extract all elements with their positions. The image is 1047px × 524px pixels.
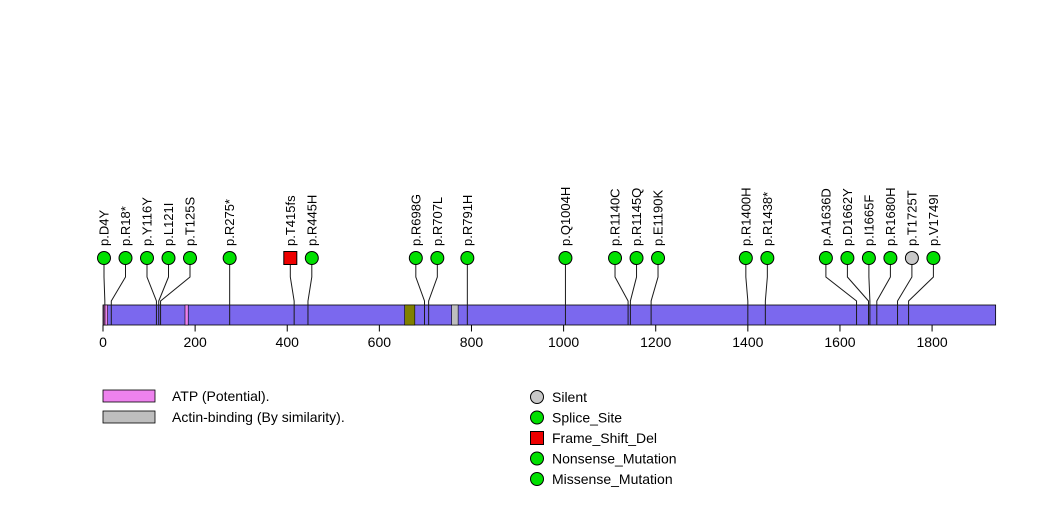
legend-type-marker	[530, 451, 544, 466]
mutation-label: p.R1680H	[883, 187, 898, 246]
mutation-stem	[158, 263, 169, 325]
mutation-stem	[825, 263, 858, 325]
axis-tick-label: 800	[460, 334, 484, 350]
mutation-stem	[614, 263, 629, 325]
axis-tick-label: 1000	[548, 334, 579, 350]
mutation-label: p.T125S	[183, 197, 198, 246]
mutation-label: p.I1665F	[861, 195, 876, 246]
mutation-marker	[118, 251, 133, 265]
mutation-label: p.L121I	[161, 203, 176, 246]
mutation-marker	[608, 251, 623, 265]
mutation-label: p.T1725T	[904, 190, 919, 246]
mutation-label: p.R1400H	[738, 187, 753, 246]
mutation-marker	[97, 251, 111, 265]
axis-tick-label: 0	[99, 334, 107, 350]
axis-tick-label: 200	[183, 334, 207, 350]
mutation-label: p.E1190K	[651, 190, 666, 246]
legend-domain-label: Actin-binding (By similarity).	[172, 409, 345, 425]
mutation-label: p.R445H	[304, 195, 319, 246]
mutation-label: p.A1636D	[818, 188, 833, 246]
mutation-stem	[908, 263, 934, 325]
mutation-marker	[760, 251, 775, 265]
mutation-marker	[222, 251, 237, 265]
legend-type-label: Splice_Site	[552, 410, 622, 426]
domain-region	[103, 304, 108, 326]
mutation-marker	[304, 251, 319, 265]
mutation-stem	[307, 263, 313, 325]
mutation-label: p.V1749I	[926, 194, 941, 246]
axis-tick-label: 1800	[917, 334, 948, 350]
axis-tick-label: 1600	[824, 334, 855, 350]
mutation-stem	[629, 263, 638, 325]
axis-tick-label: 600	[368, 334, 392, 350]
domain-region	[404, 304, 416, 326]
mutation-marker	[861, 251, 876, 265]
mutation-marker	[558, 251, 573, 265]
mutation-label: p.D4Y	[97, 210, 112, 246]
mutation-stem	[428, 263, 438, 325]
legend-type-marker	[530, 431, 544, 445]
mutation-marker	[161, 251, 176, 265]
mutation-label: p.R18*	[118, 206, 133, 246]
mutation-stem	[897, 263, 913, 325]
mutation-stem	[146, 263, 157, 325]
legend-type-marker	[530, 390, 544, 404]
legend-type-marker	[530, 472, 544, 486]
mutation-stem	[289, 263, 295, 325]
mutation-marker	[840, 251, 855, 265]
mutation-stem	[764, 263, 768, 325]
mutation-label: p.Q1004H	[558, 187, 573, 246]
mutation-marker	[883, 251, 898, 265]
mutation-label: p.R275*	[222, 199, 237, 246]
mutation-marker	[140, 251, 154, 265]
mutation-label: p.D1662Y	[840, 188, 855, 246]
mutation-marker	[926, 251, 941, 265]
mutation-stem	[846, 263, 870, 325]
mutation-stem	[160, 263, 191, 325]
mutation-stem	[745, 263, 749, 325]
mutation-stem	[650, 263, 659, 325]
mutation-marker	[738, 251, 753, 265]
axis-tick-label: 1400	[732, 334, 763, 350]
legend-type-label: Nonsense_Mutation	[552, 451, 677, 467]
mutation-label: p.R707L	[430, 197, 445, 246]
legend-type-label: Silent	[552, 389, 587, 405]
legend-type-label: Missense_Mutation	[552, 471, 673, 487]
legend-domain-swatch	[102, 410, 156, 424]
legend-type-marker	[530, 410, 544, 425]
mutation-label: p.Y116Y	[140, 197, 155, 246]
protein-backbone	[102, 304, 997, 326]
domain-region	[184, 304, 189, 326]
mutation-stem	[876, 263, 891, 325]
mutation-label: p.R1145Q	[629, 188, 644, 246]
mutation-marker	[283, 251, 298, 265]
axis-tick-label: 400	[276, 334, 300, 350]
mutation-label: p.R698G	[408, 194, 423, 246]
mutation-stem	[415, 263, 425, 325]
mutation-stem	[110, 263, 126, 325]
legend-type-label: Frame_Shift_Del	[552, 430, 657, 446]
mutation-stem	[868, 263, 871, 325]
mutation-marker	[818, 251, 833, 265]
axis-tick-label: 1200	[640, 334, 671, 350]
mutation-marker	[629, 251, 644, 265]
mutation-marker	[651, 251, 666, 265]
mutation-marker	[183, 251, 197, 265]
mutation-label: p.R1438*	[760, 192, 775, 246]
domain-region	[451, 304, 459, 326]
mutation-marker	[460, 251, 475, 265]
mutation-marker	[430, 251, 445, 265]
legend-domain-swatch	[102, 389, 156, 403]
mutation-label: p.T415fs	[283, 195, 298, 246]
mutation-label: p.R791H	[460, 195, 475, 246]
mutation-marker	[408, 251, 423, 265]
mutation-marker	[904, 251, 919, 265]
mutation-label: p.R1140C	[608, 188, 623, 246]
legend-domain-label: ATP (Potential).	[172, 388, 270, 404]
mutation-stem	[103, 263, 106, 325]
